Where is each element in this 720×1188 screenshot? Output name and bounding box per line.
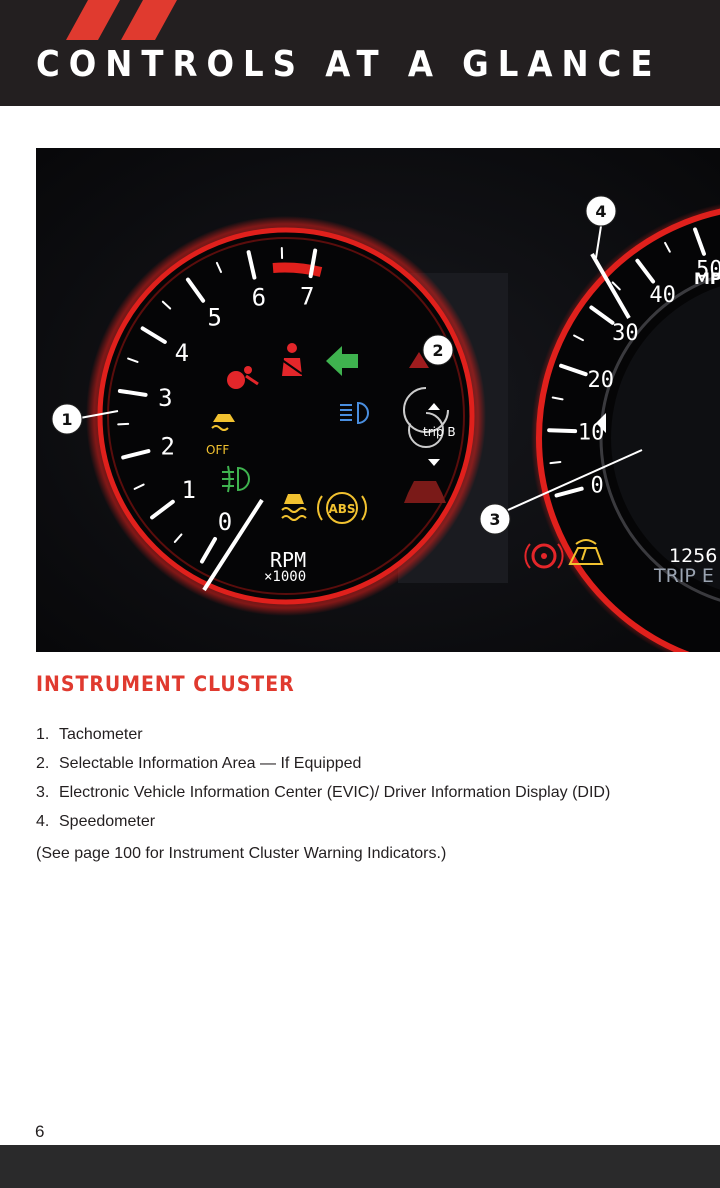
tachometer-scale-label: 7: [300, 282, 314, 310]
tachometer-minor-tick: [161, 300, 172, 310]
turn-signal-arrow-icon: [326, 346, 358, 376]
page-header: CONTROLS AT A GLANCE: [0, 0, 720, 106]
callout-3: 3: [479, 449, 643, 535]
tachometer-major-tick: [246, 250, 257, 280]
trip-readout-label: TRIP E: [653, 565, 714, 587]
tachometer-major-tick: [150, 499, 175, 520]
list-item: 4. Speedometer: [36, 813, 610, 842]
page-number: 6: [35, 1122, 45, 1141]
speedometer-needle: [590, 252, 631, 320]
list-item-text: Speedometer: [59, 813, 156, 830]
callout-1: 1: [51, 403, 119, 435]
tachometer-scale-label: 6: [252, 283, 266, 311]
fog-light-icon: [222, 465, 250, 493]
rpm-multiplier-label: ×1000: [264, 569, 306, 585]
tachometer-scale-label: 1: [182, 476, 196, 504]
speedometer-major-tick: [635, 258, 656, 284]
tachometer-minor-tick: [133, 483, 145, 490]
tachometer-scale-label: 4: [175, 339, 189, 367]
brand-stripes: [66, 0, 177, 40]
list-item-text: Selectable Information Area — If Equippe…: [59, 755, 362, 772]
scroll-up-icon: [428, 403, 440, 410]
svg-text:4: 4: [595, 202, 606, 221]
stability-control-off-icon: OFF: [206, 414, 235, 457]
airbag-icon: [227, 366, 259, 389]
speedometer-major-tick: [547, 428, 578, 434]
speedometer-major-tick: [559, 363, 588, 377]
tachometer-major-tick: [140, 326, 167, 344]
list-item-number: 4.: [36, 813, 50, 830]
abs-icon: ABS: [317, 492, 367, 524]
svg-text:3: 3: [489, 510, 500, 529]
washer-fluid-icon: [568, 539, 604, 565]
traction-control-icon: [281, 494, 307, 521]
speedometer-major-tick: [554, 486, 584, 498]
tachometer-major-tick: [117, 388, 148, 397]
tachometer-major-tick: [308, 248, 318, 279]
warning-indicators-note: (See page 100 for Instrument Cluster War…: [36, 845, 447, 862]
vehicle-icon: [404, 481, 446, 503]
speedometer-scale-label: 50: [696, 258, 720, 283]
page-footer: [0, 1145, 720, 1188]
seatbelt-icon: [281, 343, 303, 376]
tachometer-scale: 012 345 6 7: [158, 282, 314, 536]
component-list: 1. Tachometer 2. Selectable Information Ar…: [36, 726, 610, 842]
speedometer-ticks: [547, 227, 706, 498]
tachometer-ticks: [117, 247, 318, 564]
high-beam-icon: [340, 401, 369, 425]
callout-4: 4: [585, 195, 617, 259]
speedometer-minor-tick: [551, 396, 564, 401]
svg-text:ABS: ABS: [328, 502, 355, 516]
tachometer-minor-tick: [127, 357, 139, 363]
tachometer-major-tick: [200, 536, 217, 564]
list-item: 1. Tachometer: [36, 726, 610, 755]
svg-text:2: 2: [432, 341, 443, 360]
callout-2: 2: [422, 334, 454, 366]
page-title: CONTROLS AT A GLANCE: [36, 44, 662, 85]
steering-warning-icon: [524, 543, 564, 569]
list-item: 2. Selectable Information Area — If Equip…: [36, 755, 610, 784]
list-item: 3. Electronic Vehicle Information Center …: [36, 784, 610, 813]
tachometer-needle: [202, 498, 264, 592]
speedometer-major-tick: [693, 227, 706, 256]
list-item-text: Electronic Vehicle Information Center (E…: [59, 784, 611, 801]
tachometer-minor-tick: [173, 533, 183, 543]
speedometer-minor-tick: [549, 460, 562, 465]
speedometer-major-tick: [589, 305, 615, 325]
speedometer-scale-label: 30: [612, 321, 639, 346]
speed-unit-label: MP: [694, 269, 720, 288]
rpm-label: RPM: [270, 548, 306, 572]
tachometer-minor-tick: [215, 261, 223, 273]
list-item-number: 3.: [36, 784, 50, 801]
speedometer-scale-label: 20: [588, 368, 615, 393]
section-heading: INSTRUMENT CLUSTER: [36, 672, 295, 696]
scroll-down-icon: [428, 459, 440, 466]
list-item-text: Tachometer: [59, 726, 143, 743]
tachometer-major-tick: [121, 449, 151, 460]
speedometer-minor-tick: [664, 241, 671, 253]
list-item-number: 2.: [36, 755, 50, 772]
svg-text:1: 1: [61, 410, 72, 429]
speedometer-minor-tick: [573, 334, 584, 342]
speedometer-scale-label: 0: [591, 473, 604, 498]
trip-b-label: trip B: [423, 425, 456, 439]
list-item-number: 1.: [36, 726, 50, 743]
speedometer-scale-label: 40: [649, 283, 676, 308]
tachometer-major-tick: [185, 277, 206, 303]
tachometer-scale-label: 0: [218, 508, 232, 536]
odometer-readout: 1256: [669, 545, 717, 567]
speedometer-minor-tick: [611, 281, 621, 291]
tachometer-scale-label: 2: [161, 433, 175, 461]
tachometer-scale-label: 5: [208, 303, 222, 331]
redline-arc: [272, 262, 323, 277]
tachometer-scale-label: 3: [158, 384, 172, 412]
selectable-info-area: trip B: [403, 352, 456, 503]
svg-text:OFF: OFF: [206, 443, 229, 457]
